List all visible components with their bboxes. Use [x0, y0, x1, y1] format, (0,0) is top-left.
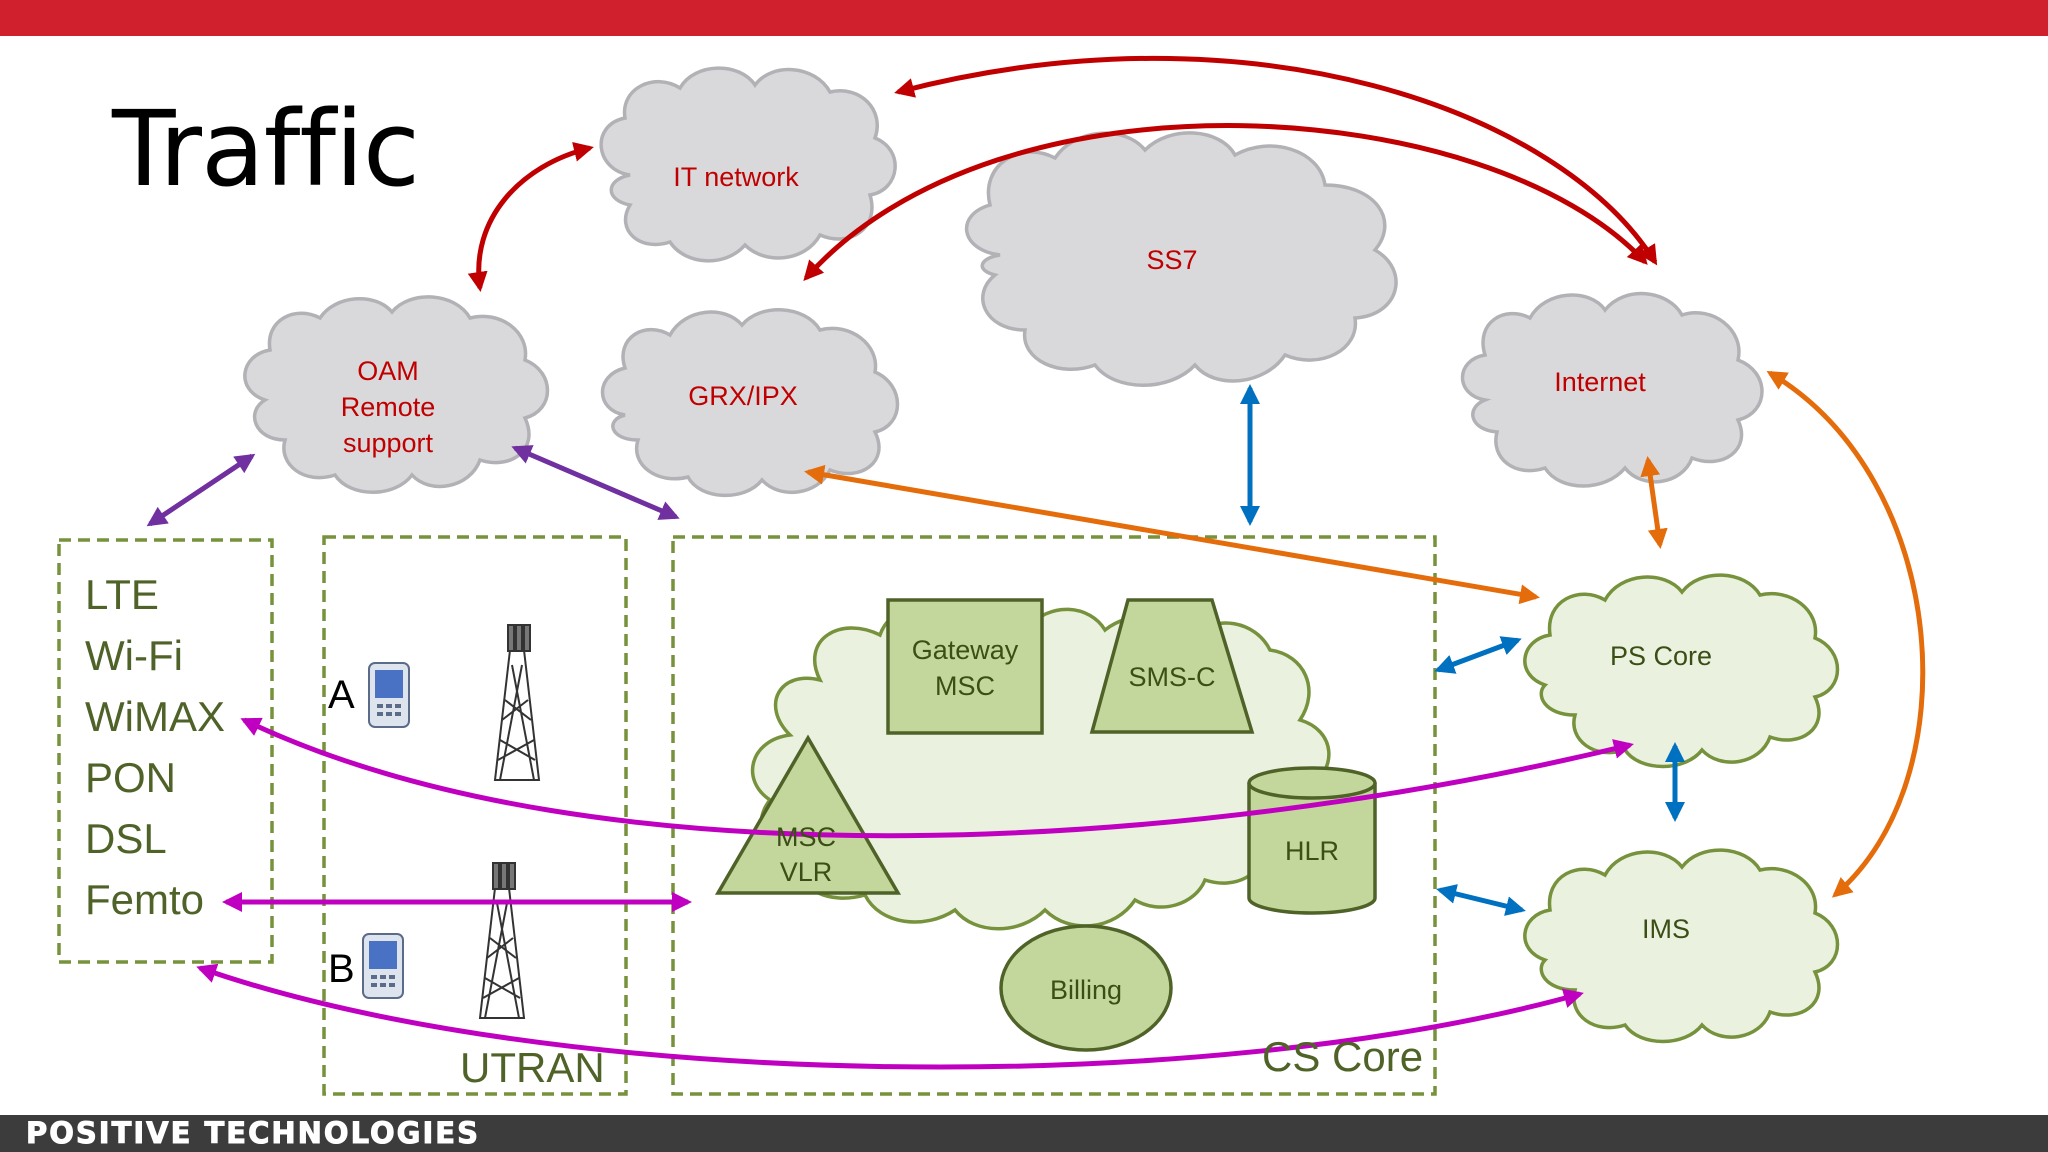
hlr-top [1247, 766, 1377, 800]
access-item-pon: PON [85, 754, 176, 801]
arrow-grx-internet [803, 123, 1648, 281]
top-accent-bar [0, 0, 2048, 36]
internet-cloud [1460, 291, 1764, 488]
oam-label-line3: support [343, 428, 434, 458]
grx-ipx-label: GRX/IPX [688, 381, 798, 411]
gateway-msc-label-line1: Gateway [912, 635, 1019, 665]
arrow-internet-pscore [1640, 456, 1668, 549]
arrow-oam-access [146, 453, 256, 527]
internet-label: Internet [1554, 367, 1646, 397]
access-item-lte: LTE [85, 571, 159, 618]
arrow-wimax-pscore [240, 717, 1634, 839]
billing-label: Billing [1050, 975, 1122, 1005]
oam-label-line1: OAM [357, 356, 419, 386]
cell-tower-icon [478, 862, 526, 1019]
access-item-femto: Femto [85, 876, 204, 923]
access-item-wimax: WiMAX [85, 693, 225, 740]
phone-a-icon [368, 662, 410, 728]
access-item-wifi: Wi-Fi [85, 632, 183, 679]
brand-logo: POSITIVE TECHNOLOGIES [26, 1116, 480, 1150]
ss7-label: SS7 [1146, 245, 1197, 275]
oam-cloud [243, 295, 550, 494]
utran-label: UTRAN [460, 1044, 605, 1091]
footer-bar [0, 1115, 2048, 1152]
arrow-cscore-ims [1436, 884, 1526, 916]
arrow-cscore-pscore [1434, 636, 1522, 674]
hlr-label: HLR [1285, 836, 1339, 866]
arrow-internet-ims [1766, 370, 1926, 898]
cs-core-label: CS Core [1262, 1033, 1423, 1080]
it-network-label: IT network [673, 162, 799, 192]
arrow-grx-pscore [804, 464, 1540, 605]
phone-b-label: B [328, 947, 355, 991]
cell-tower-icon [493, 624, 541, 781]
gateway-msc-node [886, 598, 1044, 735]
slide-title: Traffic [112, 88, 420, 210]
hlr-node [1247, 783, 1377, 915]
sms-c-label: SMS-C [1129, 662, 1216, 692]
oam-label-line2: Remote [341, 392, 436, 422]
arrow-oam-it [467, 142, 594, 292]
phone-b-icon [362, 933, 404, 999]
msc-vlr-label-line1: MSC [776, 822, 836, 852]
arrow-it-internet [894, 55, 1658, 266]
ps-core-label: PS Core [1610, 641, 1712, 671]
msc-vlr-label-line2: VLR [780, 857, 833, 887]
ims-label: IMS [1642, 914, 1690, 944]
arrow-oam-cscore [511, 445, 680, 520]
access-item-dsl: DSL [85, 815, 167, 862]
network-diagram: IT network SS7 OAM Remote support GRX/IP… [57, 55, 1926, 1096]
ims-cloud [1523, 848, 1840, 1044]
gateway-msc-label-line2: MSC [935, 671, 995, 701]
msc-vlr-node [714, 734, 902, 895]
utran-box [322, 535, 628, 1096]
arrow-access-ims [196, 963, 1584, 1070]
phone-a-label: A [328, 673, 355, 717]
